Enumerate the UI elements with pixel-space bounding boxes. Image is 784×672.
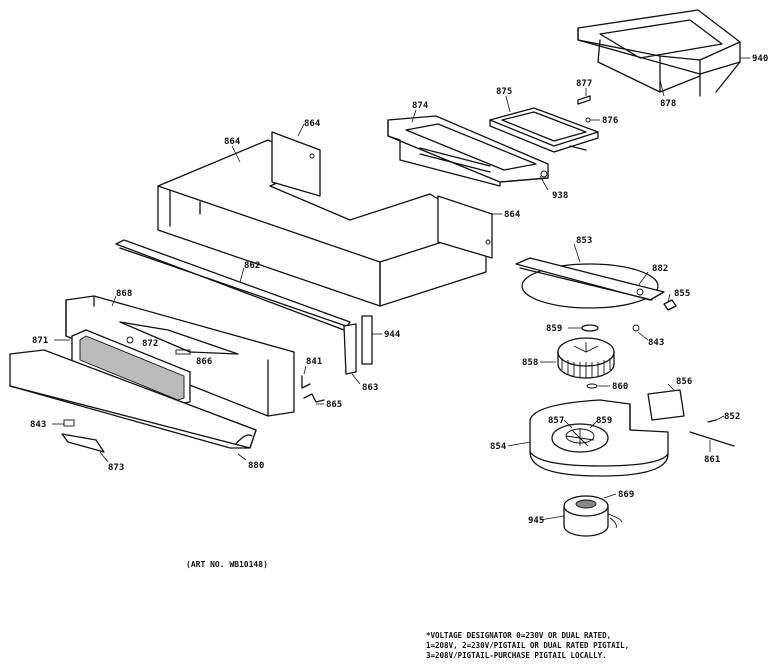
part-863-bracket [343, 323, 361, 385]
label-857: 857 [548, 416, 564, 426]
label-859: 859 [546, 324, 562, 334]
part-855-clip [663, 293, 677, 311]
part-862-rail [115, 239, 351, 331]
label-841: 841 [306, 357, 322, 367]
part-852-screw [689, 415, 735, 452]
label-858: 858 [522, 358, 538, 368]
label-877: 877 [576, 79, 592, 89]
label-880: 880 [248, 461, 264, 471]
label-863: 863 [362, 383, 378, 393]
label-866: 866 [196, 357, 212, 367]
label-882: 882 [652, 264, 668, 274]
label-852: 852 [724, 412, 740, 422]
label-868: 868 [116, 289, 132, 299]
label-875: 875 [496, 87, 512, 97]
part-875-filter-frame [489, 95, 599, 153]
part-940-duct-cover [577, 9, 750, 97]
label-864-a: 864 [224, 137, 241, 147]
label-871: 871 [32, 336, 48, 346]
label-873: 873 [108, 463, 124, 473]
part-944-bracket [361, 315, 382, 365]
voltage-note-line-3: 3=208V/PIGTAIL-PURCHASE PIGTAIL LOCALLY. [426, 651, 607, 660]
label-862: 862 [244, 261, 260, 271]
label-856: 856 [676, 377, 692, 387]
part-865-spring [303, 393, 325, 405]
label-876: 876 [602, 116, 618, 126]
label-940: 940 [752, 54, 768, 64]
part-864-housing [157, 123, 502, 307]
label-853: 853 [576, 236, 592, 246]
label-843: 843 [648, 338, 664, 348]
label-945: 945 [528, 516, 544, 526]
label-859-b: 859 [596, 416, 612, 426]
part-843-screw [52, 419, 75, 427]
part-868-panel [65, 295, 295, 417]
label-843-b: 843 [30, 420, 46, 430]
label-872: 872 [142, 339, 158, 349]
label-854: 854 [490, 442, 507, 452]
label-878: 878 [660, 99, 676, 109]
label-869: 869 [618, 490, 634, 500]
part-877-clip [577, 88, 600, 123]
part-873-handle [61, 433, 109, 463]
label-865: 865 [326, 400, 342, 410]
part-874-bracket [387, 109, 549, 191]
art-number: (ART NO. WB10148) [186, 560, 268, 569]
label-864-c: 864 [504, 210, 521, 220]
part-869-motor [539, 493, 623, 537]
part-859-nut [568, 324, 599, 332]
part-858-blower-wheel [540, 337, 615, 389]
part-843-screw-b [632, 324, 649, 341]
part-856-plate [647, 383, 685, 421]
label-861: 861 [704, 455, 720, 465]
label-874: 874 [412, 101, 429, 111]
label-860: 860 [612, 382, 628, 392]
label-864-b: 864 [304, 119, 321, 129]
label-938: 938 [552, 191, 568, 201]
voltage-note-line-1: *VOLTAGE DESIGNATOR 0=230V OR DUAL RATED… [426, 631, 612, 640]
label-944: 944 [384, 330, 401, 340]
voltage-note-line-2: 1=208V, 2=230V/PIGTAIL OR DUAL RATED PIG… [426, 641, 630, 650]
part-854-scroll-housing [507, 399, 669, 477]
part-880-front-trim [9, 349, 257, 461]
part-841-clip [301, 365, 311, 389]
part-853-mount-plate [515, 243, 665, 309]
label-855: 855 [674, 289, 690, 299]
